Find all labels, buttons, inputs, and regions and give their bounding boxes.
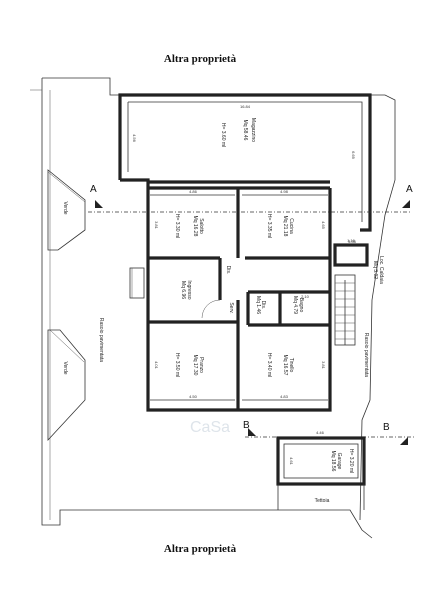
bagno-name: Bagno xyxy=(298,298,304,313)
rasoio-left-label: Rasoio pavimentata xyxy=(98,318,104,362)
salotto-room: 4.86 3.81 Salotto Mq 16.28 H= 3.30 ml xyxy=(154,189,204,238)
cucina-height: H= 3.35 ml xyxy=(266,214,272,238)
verde-top-label: Verde xyxy=(62,201,68,214)
garage-name: Garage xyxy=(336,453,342,470)
salotto-name: Salotto xyxy=(198,218,204,234)
pranzo-name: Pranzo xyxy=(198,357,204,373)
magazzino-name: Magazzino xyxy=(250,118,256,142)
magazzino-room: 16.84 4.56 6.69 Magazzino Mq 58.46 H= 3.… xyxy=(118,93,372,232)
garage-height: H= 3.20 ml xyxy=(348,449,354,473)
cucina-area: Mq 21.18 xyxy=(282,216,288,237)
dim-pranzo-side: 4.01 xyxy=(154,361,159,370)
section-b-right: B xyxy=(383,422,390,433)
rasoio-right-label: Rasoio pavimentata xyxy=(363,333,369,377)
garden-bottom: Verde xyxy=(47,329,86,442)
loc-caldaia-room: 1.16 Loc. Caldaia Mq 3.02 xyxy=(333,238,384,284)
verde-bottom-label: Verde xyxy=(62,361,68,374)
section-b-left: B xyxy=(243,420,250,431)
dim-garage-side: 4.61 xyxy=(289,457,294,466)
tinello-room: 3.81 4.83 Tinello Mq 16.57 H= 3.40 ml xyxy=(266,353,326,399)
pranzo-area: Mq 17.30 xyxy=(192,355,198,376)
dim-tinello-width: 4.83 xyxy=(280,394,289,399)
salotto-height: H= 3.30 ml xyxy=(174,214,180,238)
lot-boundary xyxy=(30,77,396,539)
dim-magazzino-side: 4.56 xyxy=(132,134,137,143)
dis2-area: Mq 1.46 xyxy=(255,296,261,314)
garage-room: 4.46 4.61 Garage Mq 18.56 H= 3.20 ml Tet… xyxy=(276,430,366,510)
serv-name: Serv. xyxy=(228,302,234,313)
dim-garage-width: 4.46 xyxy=(316,430,325,435)
tettoia-name: Tettoia xyxy=(315,498,330,504)
bagno-room: Dis. Mq 1.46 Bagno Mq 4.79 2.10 xyxy=(255,294,310,314)
magazzino-height: H= 3.60 ml xyxy=(220,123,226,147)
cucina-room: 4.98 4.65 Cucina Mq 21.18 H= 3.35 ml xyxy=(266,189,326,238)
tinello-name: Tinello xyxy=(288,358,294,373)
dim-cucina-side: 4.65 xyxy=(321,221,326,230)
dim-tinello-side: 3.81 xyxy=(321,361,326,370)
cucina-name: Cucina xyxy=(288,218,294,234)
title-bottom: Altra proprietà xyxy=(164,543,237,555)
ingresso-name: Ingresso xyxy=(186,280,192,299)
garage-area: Mq 18.56 xyxy=(330,451,336,472)
garden-top: Verde xyxy=(47,169,86,251)
tinello-height: H= 3.40 ml xyxy=(266,353,272,377)
dim-bagno-width: 2.10 xyxy=(301,294,310,299)
title-top: Altra proprietà xyxy=(164,53,237,65)
salotto-area: Mq 16.28 xyxy=(192,216,198,237)
watermark: CaSa xyxy=(190,419,230,436)
section-a-left: A xyxy=(90,184,97,195)
dim-magazzino-right: 6.69 xyxy=(351,151,356,160)
dim-caldaia-w: 1.16 xyxy=(347,238,356,243)
dim-pranzo-width: 4.50 xyxy=(189,394,198,399)
magazzino-area: Mq 58.46 xyxy=(242,120,248,141)
caldaia-area: Mq 3.02 xyxy=(372,261,378,279)
dis2-name: Dis. xyxy=(260,301,266,310)
caldaia-name: Loc. Caldaia xyxy=(378,256,384,284)
stairs: 3.35 xyxy=(334,239,357,346)
dim-salotto-width: 4.86 xyxy=(189,189,198,194)
pranzo-room: 4.01 4.50 Pranzo Mq 17.30 H= 3.50 ml xyxy=(154,353,204,399)
dim-stair-top: 3.35 xyxy=(348,239,357,244)
ingresso-room: Ingresso Mq 6.96 Dis. Serv. xyxy=(129,266,234,319)
section-a-right: A xyxy=(406,184,413,195)
pranzo-height: H= 3.50 ml xyxy=(174,353,180,377)
ingresso-area: Mq 6.96 xyxy=(180,281,186,299)
dim-salotto-side: 3.81 xyxy=(154,221,159,230)
section-line-a: A A xyxy=(88,184,413,213)
bagno-area: Mq 4.79 xyxy=(292,296,298,314)
tinello-area: Mq 16.57 xyxy=(282,355,288,376)
section-line-b: B B xyxy=(243,420,415,445)
dim-cucina-width: 4.98 xyxy=(280,189,289,194)
house-outline xyxy=(146,186,332,412)
dis1-name: Dis. xyxy=(225,266,231,275)
dim-magazzino-width: 16.84 xyxy=(240,104,251,109)
